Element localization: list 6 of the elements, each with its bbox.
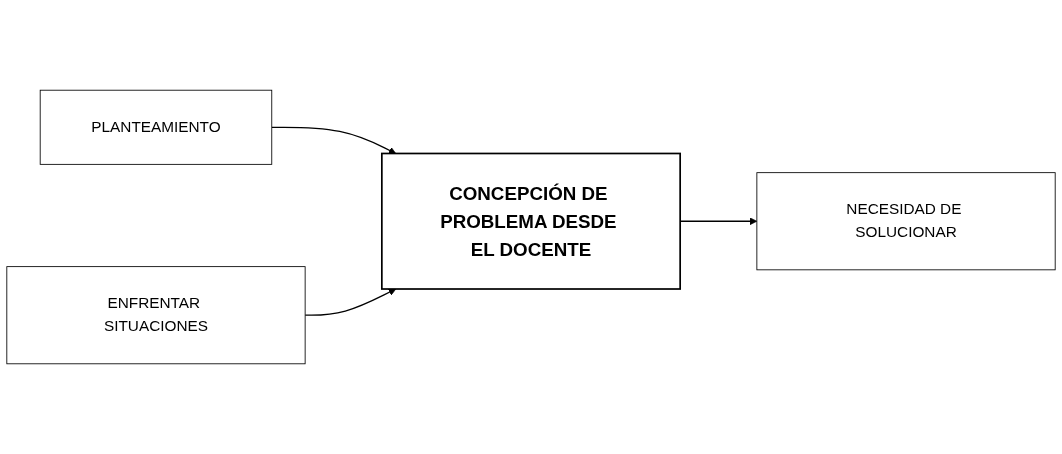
node-box	[756, 172, 1056, 271]
node-box	[39, 89, 273, 165]
arrow	[304, 288, 397, 316]
node-box	[381, 152, 681, 290]
arrow	[271, 126, 397, 154]
node-box	[6, 266, 306, 365]
